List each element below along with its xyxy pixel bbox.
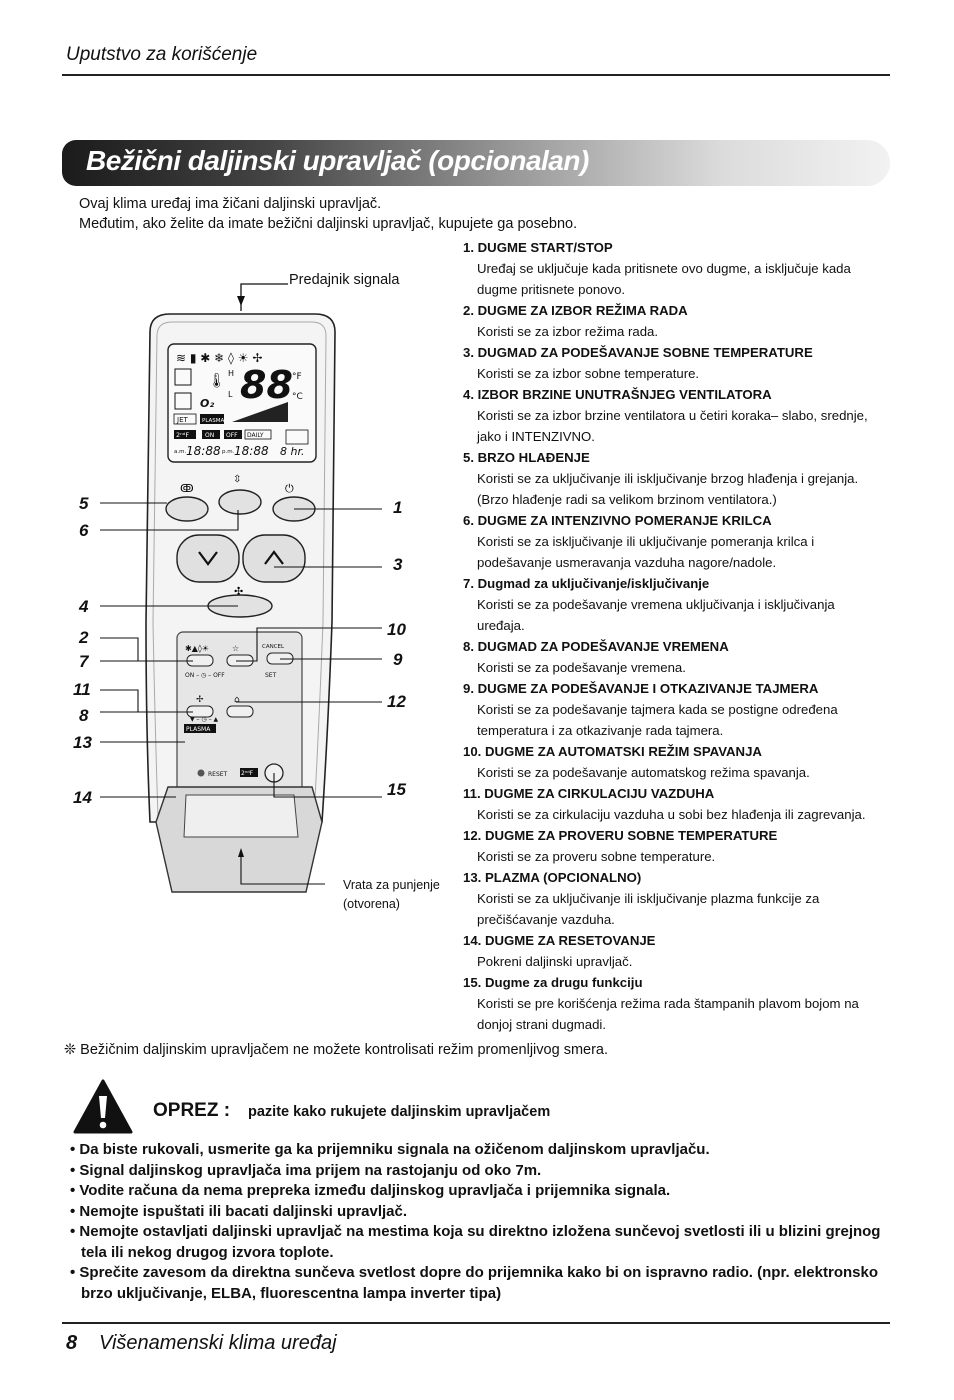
lcd-time1: 18:88 — [186, 444, 221, 458]
reset-label: RESET — [208, 771, 228, 778]
callout-6: 6 — [79, 521, 89, 540]
list-item: • Nemojte ostavljati daljinski upravljač… — [70, 1223, 881, 1261]
callout-4: 4 — [79, 597, 89, 616]
svg-text:🌡: 🌡 — [208, 373, 226, 389]
callout-3: 3 — [393, 555, 403, 574]
lcd-unit-f: °F — [292, 372, 302, 382]
svg-text:☆: ☆ — [232, 644, 239, 653]
lcd-h: H — [228, 369, 234, 378]
list-item: 9. DUGME ZA PODEŠAVANJE I OTKAZIVANJE TA… — [463, 681, 838, 738]
svg-text:⌂: ⌂ — [234, 695, 240, 705]
lcd-plasma: PLASMA — [202, 418, 225, 424]
intro-line-2: Međutim, ako želite da imate bežični dal… — [79, 216, 578, 232]
list-item: • Nemojte ispuštati ili bacati daljinski… — [70, 1202, 408, 1220]
room-temp-button[interactable] — [226, 705, 254, 718]
intro-line-1: Ovaj klima uređaj ima žičani daljinski u… — [79, 196, 382, 212]
callout-12: 12 — [387, 692, 406, 711]
temp-up-button[interactable] — [242, 534, 306, 583]
callout-15: 15 — [387, 780, 406, 799]
lcd-off: OFF — [226, 432, 238, 439]
section-title-band: Bežični daljinski upravljač (opcionalan) — [62, 140, 890, 186]
on-off-label: ON – ◷ – OFF — [185, 672, 225, 679]
jet-cool-button[interactable] — [165, 496, 209, 522]
callout-2: 2 — [79, 628, 89, 647]
running-header: Uputstvo za korišćenje — [66, 44, 258, 65]
svg-text:✢: ✢ — [196, 695, 204, 705]
lcd-jet: JET — [176, 416, 188, 424]
list-item: • Sprečite zavesom da direktna sunčeva s… — [70, 1264, 879, 1302]
callout-8: 8 — [79, 706, 89, 725]
section-title: Bežični daljinski upravljač (opcionalan) — [86, 145, 589, 176]
list-item: • Signal daljinskog upravljača ima prije… — [70, 1161, 542, 1179]
plasma-label: PLASMA — [186, 726, 211, 733]
list-item: • Vodite računa da nema prepreka između … — [70, 1182, 671, 1199]
svg-text:✣: ✣ — [234, 585, 243, 598]
callout-5: 5 — [79, 494, 89, 513]
note-line: ❊ Bežičnim daljinskim upravljačem ne mož… — [64, 1042, 609, 1058]
transmitter-leader — [240, 283, 288, 311]
lcd-on: ON — [205, 432, 214, 439]
lcd-hr: 8 hr. — [280, 445, 304, 458]
callout-10: 10 — [387, 620, 406, 639]
footer-rule — [62, 1322, 890, 1324]
svg-text:⏻: ⏻ — [285, 482, 294, 495]
lcd-pm: p.m. — [222, 449, 235, 455]
lcd-l: L — [228, 390, 233, 399]
footer-title: Višenamenski klima uređaj — [99, 1332, 337, 1354]
caution-desc: pazite kako rukujete daljinskim upravlja… — [248, 1104, 551, 1120]
lcd-am: a.m. — [174, 449, 186, 455]
door-label-1: Vrata za punjenje — [343, 878, 440, 892]
list-item: • Da biste rukovali, usmerite ga ka prij… — [70, 1141, 710, 1158]
lcd-daily: DAILY — [247, 432, 264, 439]
door-label-2: (otvorena) — [343, 897, 400, 911]
temp-down-button[interactable] — [176, 534, 240, 583]
svg-text:▼ – ◷ – ▲: ▼ – ◷ – ▲ — [190, 716, 218, 723]
svg-text:✱▲◊☀: ✱▲◊☀ — [185, 644, 209, 653]
set-label: SET — [265, 672, 277, 679]
svg-text:⇳: ⇳ — [233, 474, 241, 485]
reset-hole[interactable] — [197, 769, 205, 777]
lcd-unit-c: °C — [292, 392, 303, 402]
callout-9: 9 — [393, 650, 403, 669]
callout-13: 13 — [73, 733, 92, 752]
remote-control-illustration: ≋ ▮ ✱ ❄ ◊ ☀ ✢ 🌡 H L 88 °F °C O₂ JET PLAS… — [100, 283, 382, 893]
swing-button[interactable] — [218, 489, 262, 515]
list-item: 3. DUGMAD ZA PODEŠAVANJE SOBNE TEMPERATU… — [463, 345, 813, 381]
2ndf-label: 2ⁿᵈF — [241, 770, 254, 777]
header-rule — [62, 74, 890, 76]
svg-text:≋ ▮ ✱ ❄ ◊ ☀ ✢: ≋ ▮ ✱ ❄ ◊ ☀ ✢ — [176, 351, 262, 365]
caution-word: OPREZ : — [153, 1100, 231, 1121]
cancel-label: CANCEL — [262, 644, 285, 650]
lcd-time2: 18:88 — [234, 444, 269, 458]
transmitter-label: Predajnik signala — [289, 272, 400, 288]
lcd-2ndf: 2ⁿᵈF — [176, 431, 189, 439]
callout-14: 14 — [73, 788, 92, 807]
list-item: 13. PLAZMA (OPCIONALNO)Koristi se za ukl… — [463, 870, 820, 927]
callout-11: 11 — [73, 680, 91, 699]
lcd-o2: O₂ — [200, 397, 214, 410]
callout-1: 1 — [393, 498, 403, 517]
callout-7: 7 — [79, 652, 89, 671]
page-number: 8 — [66, 1332, 78, 1354]
caution-bullet-list: • Da biste rukovali, usmerite ga ka prij… — [70, 1140, 900, 1304]
warning-icon — [73, 1079, 133, 1134]
svg-text:ↂ: ↂ — [180, 482, 194, 495]
lcd-temp: 88 — [240, 363, 293, 407]
